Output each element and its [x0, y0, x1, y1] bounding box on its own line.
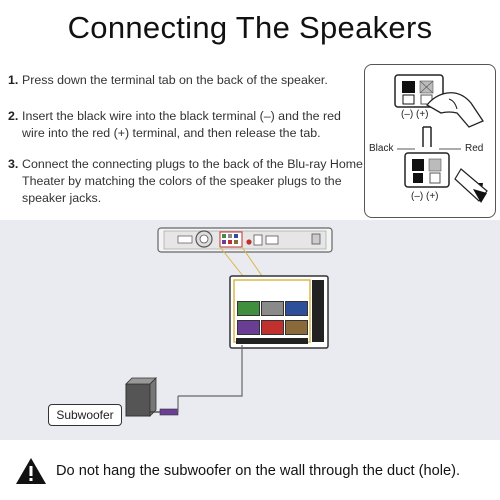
terminal-polarity-label: (–) (+) [401, 109, 429, 120]
step-1: 1. Press down the terminal tab on the ba… [8, 72, 363, 89]
step-text: Insert the black wire into the black ter… [22, 109, 341, 140]
terminal-polarity-label: (–) (+) [411, 191, 439, 202]
connection-diagram [0, 220, 500, 440]
step-number: 3. [8, 157, 19, 171]
red-wire-label: Red [465, 143, 484, 154]
speaker-jack-subwoofer [285, 320, 308, 335]
speaker-jack-surround-l [237, 320, 260, 335]
warning-text: Do not hang the subwoofer on the wall th… [56, 463, 461, 479]
speaker-jack-front-l [261, 320, 284, 335]
speaker-jack-surround-r [285, 301, 308, 316]
step-number: 2. [8, 109, 19, 123]
warning-notice: Do not hang the subwoofer on the wall th… [14, 456, 494, 486]
step-text: Connect the connecting plugs to the back… [22, 157, 363, 205]
step-number: 1. [8, 73, 19, 87]
black-wire-label: Black [369, 143, 394, 154]
terminal-drawing [394, 74, 488, 203]
subwoofer-label: Subwoofer [48, 404, 122, 426]
step-3: 3. Connect the connecting plugs to the b… [8, 156, 363, 207]
step-text: Press down the terminal tab on the back … [22, 73, 328, 87]
step-2: 2. Insert the black wire into the black … [8, 108, 363, 142]
terminal-illustration: (–) (+) Black Red (–) (+) [364, 64, 496, 218]
speaker-jack-front-r [261, 301, 284, 316]
page-title: Connecting The Speakers [67, 10, 433, 45]
speaker-jack-center [237, 301, 260, 316]
warning-icon [16, 458, 46, 484]
